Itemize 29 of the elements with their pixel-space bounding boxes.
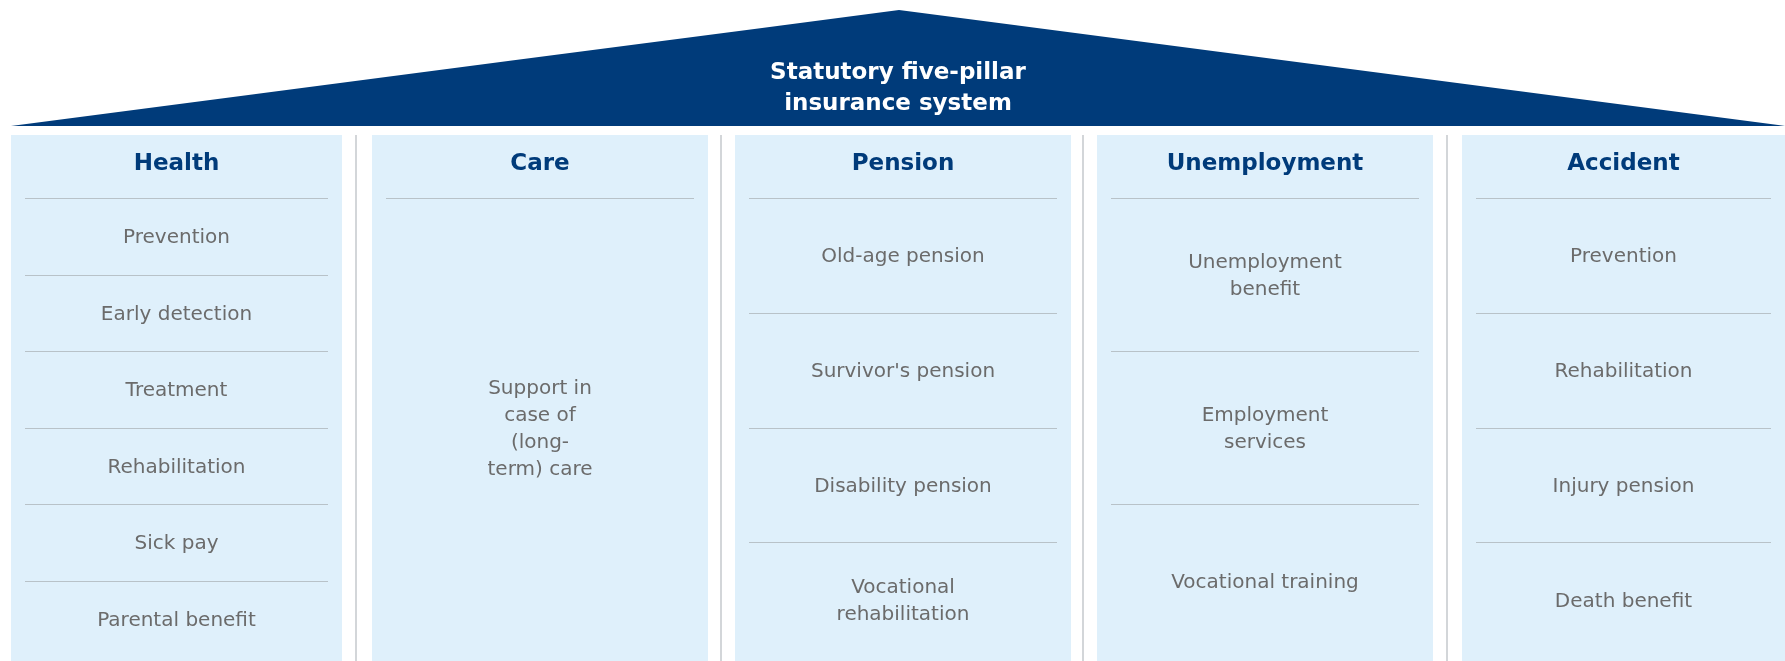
pillar-panel xyxy=(1097,135,1433,661)
pillar-heading: Health xyxy=(132,149,221,175)
benefit-label: Support in case of (long-term) care xyxy=(386,198,694,657)
pillar-panel xyxy=(11,135,342,661)
pillar-heading: Accident xyxy=(1566,149,1681,175)
pillar-heading: Pension xyxy=(850,149,956,175)
roof-title: Statutory five-pillar insurance system xyxy=(769,56,1027,117)
benefit-label: Vocational training xyxy=(1111,504,1419,657)
benefit-label: Rehabilitation xyxy=(1476,312,1771,428)
pillar-panel xyxy=(735,135,1071,661)
benefit-label: Prevention xyxy=(1476,198,1771,313)
benefit-label: Survivor's pension xyxy=(749,312,1057,428)
benefit-label: Disability pension xyxy=(749,427,1057,543)
pillar-heading: Care xyxy=(509,149,571,175)
benefit-label: Death benefit xyxy=(1476,542,1771,657)
pillar-panel xyxy=(372,135,708,661)
benefit-label: Unemployment benefit xyxy=(1111,198,1419,351)
benefit-label: Sick pay xyxy=(25,504,328,581)
benefit-label: Old-age pension xyxy=(749,198,1057,313)
benefit-label: Rehabilitation xyxy=(25,427,328,504)
benefit-label: Prevention xyxy=(25,198,328,275)
pillar-heading: Unemployment xyxy=(1165,149,1365,175)
pillar-panel xyxy=(1462,135,1785,661)
benefit-label: Parental benefit xyxy=(25,580,328,657)
benefit-label: Treatment xyxy=(25,351,328,428)
benefit-label: Early detection xyxy=(25,274,328,351)
benefit-label: Employment services xyxy=(1111,351,1419,504)
benefit-label: Injury pension xyxy=(1476,427,1771,543)
benefit-label: Vocational rehabilitation xyxy=(749,542,1057,657)
